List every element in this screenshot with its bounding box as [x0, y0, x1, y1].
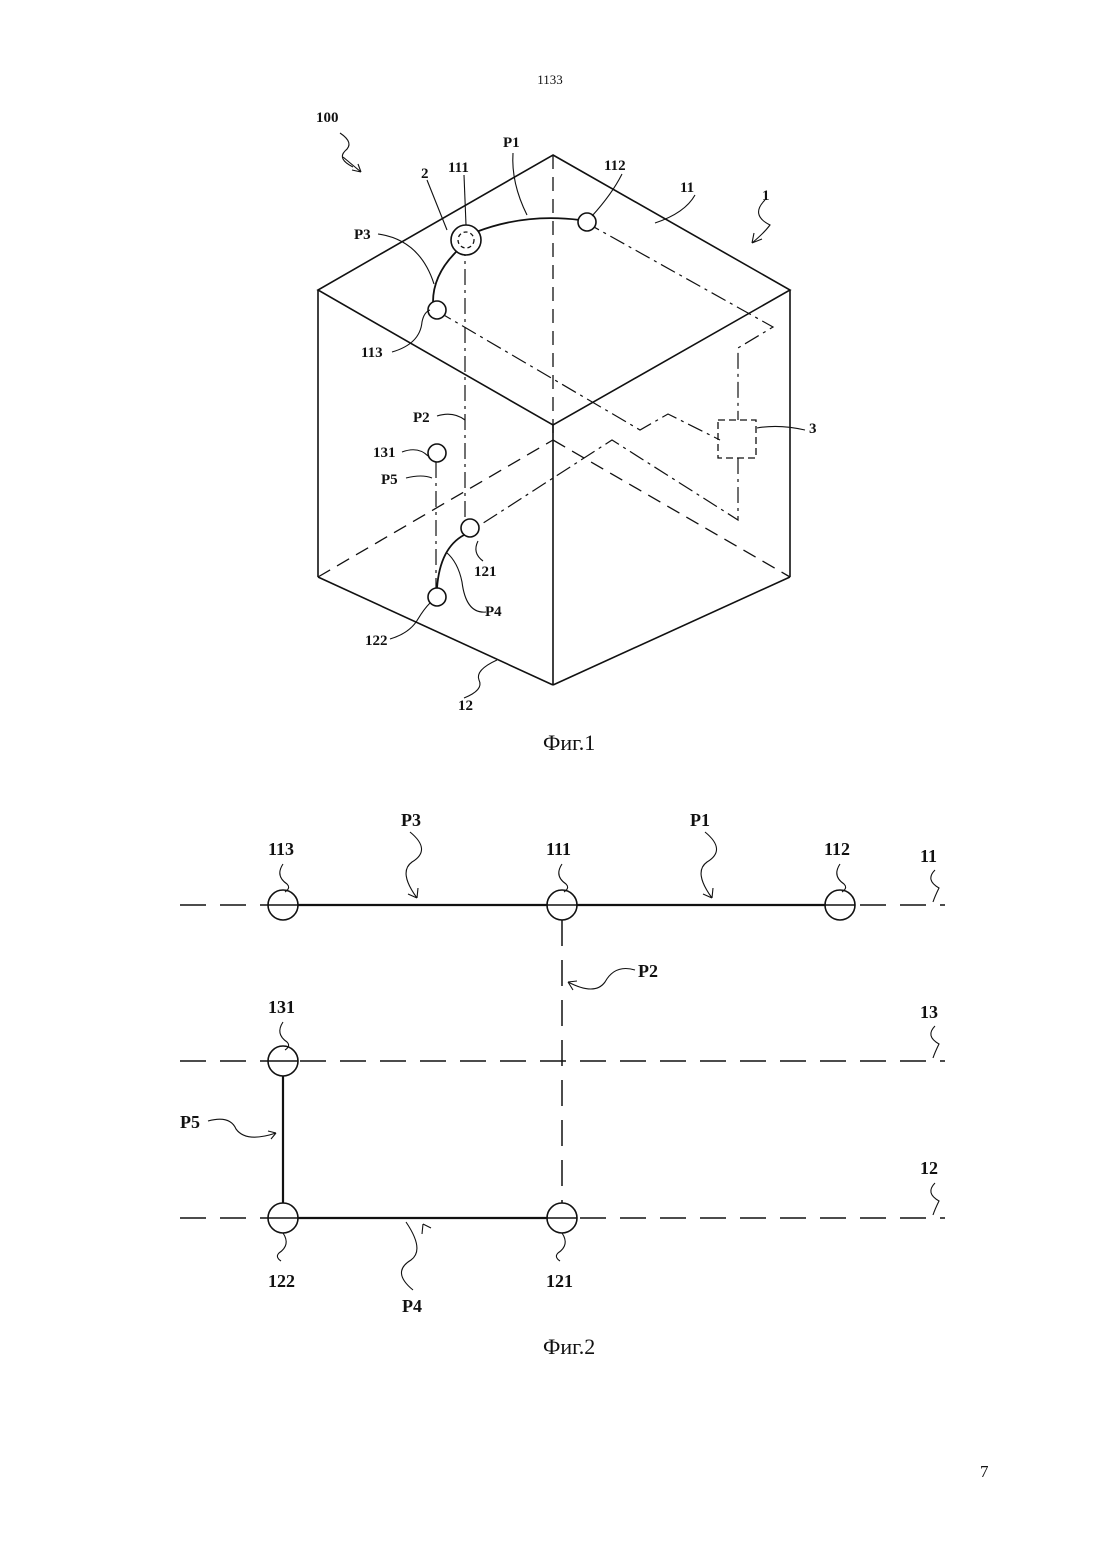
label-113: 113 — [361, 345, 383, 361]
label-building-1: 1 — [762, 188, 770, 204]
pipes — [433, 218, 580, 588]
label-112: 112 — [824, 839, 850, 859]
figure-1-caption: Фиг.1 — [543, 730, 595, 755]
label-p5: P5 — [381, 472, 398, 488]
label-floor-13: 13 — [920, 1002, 938, 1022]
label-top-floor-11: 11 — [680, 180, 694, 196]
path-p1 — [476, 218, 580, 232]
label-111: 111 — [448, 160, 469, 176]
label-122: 122 — [365, 633, 388, 649]
label-121: 121 — [546, 1271, 573, 1291]
page-number: 7 — [980, 1462, 989, 1482]
label-113: 113 — [268, 839, 294, 859]
label-p2: P2 — [413, 410, 430, 426]
label-system-100: 100 — [316, 110, 339, 126]
label-p4: P4 — [485, 604, 502, 620]
label-121: 121 — [474, 564, 497, 580]
node-122 — [428, 588, 446, 606]
node-111-device — [451, 225, 481, 255]
label-p1: P1 — [503, 135, 520, 151]
label-floor-11: 11 — [920, 846, 937, 866]
label-131: 131 — [268, 997, 295, 1017]
label-p4: P4 — [402, 1296, 422, 1316]
path-p3 — [433, 252, 456, 302]
figure-1: 100 P1 2 111 112 11 1 P3 113 P2 131 P5 3… — [316, 110, 817, 755]
figure-2: P3 P1 113 111 112 11 P2 131 13 P5 12 122… — [180, 810, 945, 1359]
label-device-2: 2 — [421, 166, 429, 182]
node-112 — [578, 213, 596, 231]
label-p3: P3 — [354, 227, 371, 243]
node-131 — [428, 444, 446, 462]
figure-2-caption: Фиг.2 — [543, 1334, 595, 1359]
label-111: 111 — [546, 839, 571, 859]
label-bottom-floor-12: 12 — [458, 698, 473, 714]
label-122: 122 — [268, 1271, 295, 1291]
leader-lines — [340, 133, 805, 698]
label-p5: P5 — [180, 1112, 200, 1132]
label-112: 112 — [604, 158, 626, 174]
label-p1: P1 — [690, 810, 710, 830]
label-p3: P3 — [401, 810, 421, 830]
label-p2: P2 — [638, 961, 658, 981]
route-lines — [436, 222, 773, 592]
node-121 — [461, 519, 479, 537]
path-p4 — [437, 535, 464, 588]
label-floor-12: 12 — [920, 1158, 938, 1178]
node-113 — [428, 301, 446, 319]
label-controller-3: 3 — [809, 421, 817, 437]
nodes — [428, 213, 596, 606]
controller-box — [718, 420, 756, 458]
label-131: 131 — [373, 445, 396, 461]
